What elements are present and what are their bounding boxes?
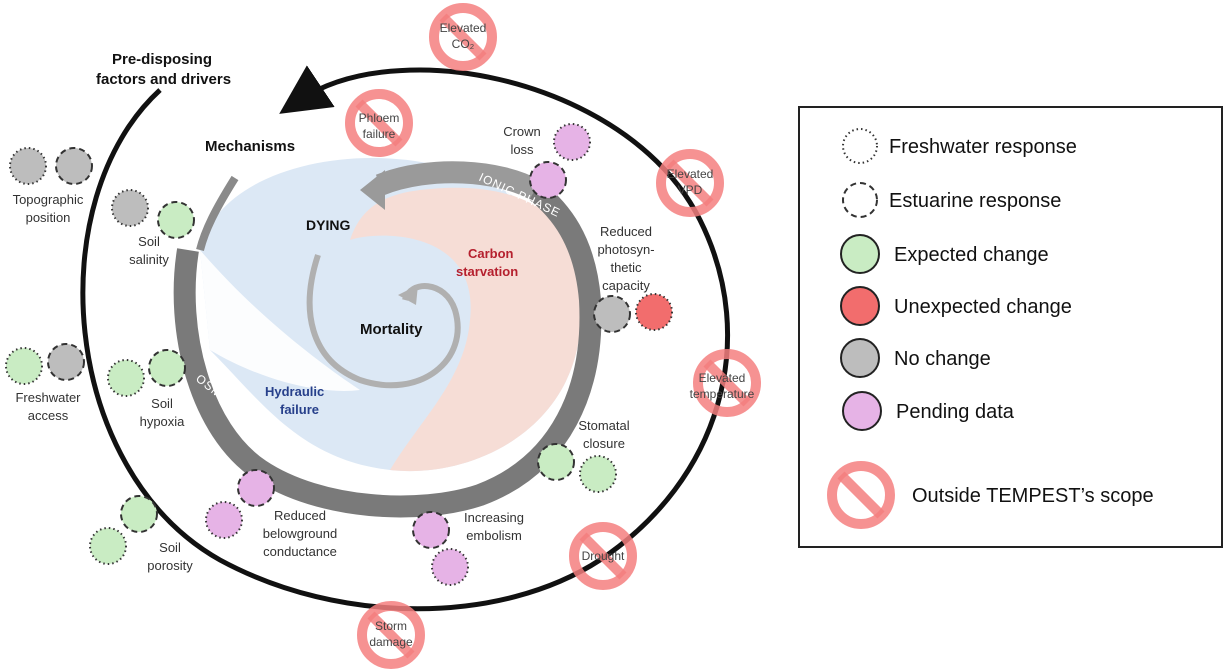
crown-loss-label-2: loss — [510, 142, 534, 157]
outer-cycle-arrow — [80, 65, 730, 612]
storm-label-2: damage — [369, 635, 413, 649]
soil-porosity-label-1: Soil — [159, 540, 181, 555]
legend-expected-swatch — [840, 234, 880, 274]
legend-box — [798, 106, 1223, 548]
legend-freshwater-swatch — [842, 128, 878, 164]
belowground-label-1: Reduced — [274, 508, 326, 523]
legend-outside-scope: Outside TEMPEST’s scope — [912, 485, 1154, 507]
storm-label-1: Storm — [375, 619, 407, 633]
legend-nochange-swatch — [840, 338, 880, 378]
legend-freshwater: Freshwater response — [889, 136, 1077, 158]
temperature-label-1: Elevated — [699, 371, 746, 385]
belowground-label-3: conductance — [263, 544, 337, 559]
predisposing-title-1: Pre-disposing — [112, 51, 212, 68]
temperature-label-2: temperature — [690, 387, 755, 401]
factor-circles — [5, 123, 673, 586]
legend-pending-swatch — [842, 391, 882, 431]
stomatal-label-1: Stomatal — [578, 418, 629, 433]
photosynthetic-label-4: capacity — [602, 278, 650, 293]
freshwater-access-label-1: Freshwater — [15, 390, 81, 405]
crown-loss-label-1: Crown — [503, 124, 541, 139]
legend-no-change: No change — [894, 348, 991, 370]
elevated-co2-label-2: CO₂ — [452, 37, 475, 51]
phase-band — [173, 161, 602, 518]
phloem-label-1: Phloem — [359, 111, 400, 125]
soil-hypoxia-label-2: hypoxia — [140, 414, 186, 429]
carbon-starvation-1: Carbon — [468, 246, 514, 261]
stomatal-label-2: closure — [583, 436, 625, 451]
mortality-arrow-head — [398, 285, 418, 305]
soil-hypoxia-label-1: Soil — [151, 396, 173, 411]
soil-salinity-label-2: salinity — [129, 252, 169, 267]
legend-unexpected-swatch — [840, 286, 880, 326]
embolism-label-1: Increasing — [464, 510, 524, 525]
belowground-label-2: belowground — [263, 526, 337, 541]
photosynthetic-label-1: Reduced — [600, 224, 652, 239]
ionic-arrow-head — [360, 170, 385, 210]
soil-porosity-label-2: porosity — [147, 558, 193, 573]
predisposing-title-2: factors and drivers — [96, 71, 231, 88]
freshwater-access-label-2: access — [28, 408, 69, 423]
soil-salinity-label-1: Soil — [138, 234, 160, 249]
vpd-label-1: Elevated — [667, 167, 714, 181]
drought-label: Drought — [582, 549, 625, 563]
out-of-scope-items: Elevated CO₂ Phloem failure Elevated VPD… — [350, 8, 756, 664]
legend-estuarine: Estuarine response — [889, 190, 1061, 212]
topographic-label-2: position — [26, 210, 71, 225]
legend: Freshwater response Estuarine response E… — [798, 106, 1223, 548]
mechanisms-title: Mechanisms — [205, 138, 295, 155]
spiral-background — [200, 157, 581, 472]
elevated-co2-label-1: Elevated — [440, 21, 487, 35]
mortality-label: Mortality — [360, 321, 423, 338]
hydraulic-failure-2: failure — [280, 402, 319, 417]
legend-estuarine-swatch — [842, 182, 878, 218]
photosynthetic-label-2: photosyn- — [597, 242, 654, 257]
factor-labels: Topographic position Soil salinity Fresh… — [13, 124, 655, 573]
phloem-label-2: failure — [363, 127, 396, 141]
embolism-label-2: embolism — [466, 528, 522, 543]
hydraulic-failure-1: Hydraulic — [265, 384, 324, 399]
legend-pending: Pending data — [896, 401, 1015, 423]
dying-label: DYING — [306, 217, 350, 233]
legend-expected: Expected change — [894, 244, 1049, 266]
legend-unexpected: Unexpected change — [894, 296, 1072, 318]
photosynthetic-label-3: thetic — [610, 260, 642, 275]
carbon-starvation-2: starvation — [456, 264, 518, 279]
topographic-label-1: Topographic — [13, 192, 84, 207]
vpd-label-2: VPD — [678, 183, 703, 197]
